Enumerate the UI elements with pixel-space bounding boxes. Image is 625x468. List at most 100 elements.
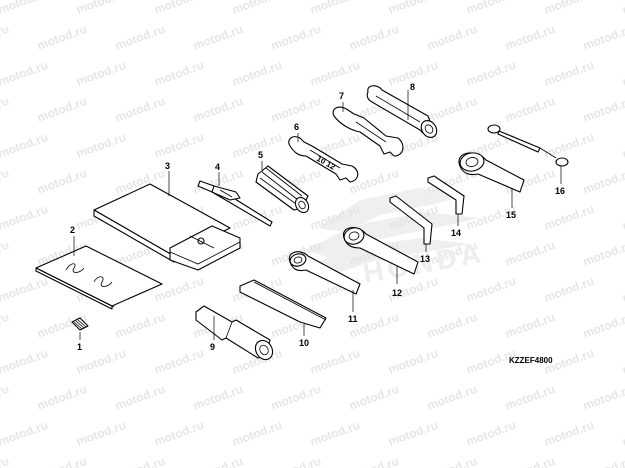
watermark-text: motod.ru <box>464 274 518 305</box>
watermark-text: motod.ru <box>503 22 557 53</box>
watermark-text: motod.ru <box>581 382 625 413</box>
watermark-text: motod.ru <box>74 58 128 89</box>
watermark-text: motod.ru <box>0 238 11 269</box>
part-7-open-end-wrench <box>332 106 404 157</box>
watermark-text: motod.ru <box>347 454 401 468</box>
watermark-text: motod.ru <box>308 418 362 449</box>
watermark-text: motod.ru <box>581 94 625 125</box>
watermark-text: motod.ru <box>542 202 596 233</box>
watermark-text: motod.ru <box>542 274 596 305</box>
part-11-ring-spanner <box>288 251 361 295</box>
watermark-text: motod.ru <box>308 0 362 17</box>
watermark-text: motod.ru <box>581 166 625 197</box>
watermark-text: motod.ru <box>620 130 625 161</box>
watermark-text: motod.ru <box>191 382 245 413</box>
watermark-text: motod.ru <box>308 346 362 377</box>
watermark-text: motod.ru <box>152 130 206 161</box>
watermark-text: motod.ru <box>0 382 11 413</box>
watermark-text: motod.ru <box>74 0 128 17</box>
watermark-text: motod.ru <box>425 94 479 125</box>
watermark-text: motod.ru <box>230 0 284 17</box>
watermark-text: motod.ru <box>191 94 245 125</box>
watermark-text: motod.ru <box>581 238 625 269</box>
part-15-ring-spanner <box>458 152 525 193</box>
watermark-text: motod.ru <box>269 382 323 413</box>
watermark-text: motod.ru <box>113 454 167 468</box>
watermark-text: motod.ru <box>425 382 479 413</box>
watermark-text: motod.ru <box>620 274 625 305</box>
watermark-text: motod.ru <box>503 454 557 468</box>
callout-14: 14 <box>451 228 461 238</box>
part-9-socket-wrench <box>195 305 274 361</box>
watermark-text: motod.ru <box>0 202 50 233</box>
part-5-screwdriver-handle <box>255 165 310 214</box>
callout-3: 3 <box>165 161 170 171</box>
watermark-text: motod.ru <box>74 130 128 161</box>
watermark-text: motod.ru <box>620 58 625 89</box>
watermark-text: motod.ru <box>35 166 89 197</box>
callouts-layer: 1 2 3 4 5 6 7 8 9 10 11 12 13 14 15 16 <box>70 82 565 352</box>
watermark-text: motod.ru <box>35 454 89 468</box>
watermark-text: motod.ru <box>152 58 206 89</box>
watermark-text: motod.ru <box>152 418 206 449</box>
watermark-text: motod.ru <box>620 346 625 377</box>
callout-4: 4 <box>215 162 220 172</box>
watermark-text: motod.ru <box>0 346 50 377</box>
watermark-text: motod.ru <box>269 94 323 125</box>
watermark-text: motod.ru <box>74 418 128 449</box>
watermark-text: motod.ru <box>152 274 206 305</box>
watermark-text: motod.ru <box>0 454 11 468</box>
watermark-text: motod.ru <box>0 310 11 341</box>
watermark-text: motod.ru <box>269 22 323 53</box>
watermark-text: motod.ru <box>542 58 596 89</box>
callout-5: 5 <box>258 150 263 160</box>
callout-11: 11 <box>348 314 358 324</box>
watermark-text: motod.ru <box>425 22 479 53</box>
watermark-text: motod.ru <box>0 0 50 17</box>
callout-15: 15 <box>506 210 516 220</box>
watermark-text: motod.ru <box>425 454 479 468</box>
watermark-text: motod.ru <box>191 454 245 468</box>
watermark-text: motod.ru <box>0 94 11 125</box>
callout-9: 9 <box>210 342 215 352</box>
watermark-text: motod.ru <box>425 310 479 341</box>
part-16-strap-pin <box>487 124 569 167</box>
watermark-text: motod.ru <box>113 382 167 413</box>
watermark-text: motod.ru <box>542 0 596 17</box>
watermark-text: motod.ru <box>464 0 518 17</box>
watermark-text: motod.ru <box>0 22 11 53</box>
callout-8: 8 <box>410 82 415 92</box>
callout-10: 10 <box>299 338 309 348</box>
watermark-text: motod.ru <box>152 0 206 17</box>
callout-12: 12 <box>392 288 402 298</box>
callout-1: 1 <box>77 342 82 352</box>
part-1-tool-rubber <box>71 317 89 331</box>
watermark-text: motod.ru <box>503 238 557 269</box>
watermark-text: motod.ru <box>581 454 625 468</box>
watermark-text: motod.ru <box>0 274 50 305</box>
watermark-text: motod.ru <box>503 310 557 341</box>
callout-6: 6 <box>294 122 299 132</box>
watermark-text: motod.ru <box>113 94 167 125</box>
watermark-text: motod.ru <box>0 166 11 197</box>
watermark-text: motod.ru <box>542 130 596 161</box>
part-10-flat-bar <box>239 279 327 329</box>
callout-16: 16 <box>555 186 565 196</box>
watermark-text: motod.ru <box>464 58 518 89</box>
part-2-manual <box>35 245 163 310</box>
watermark-text: motod.ru <box>542 418 596 449</box>
callout-2: 2 <box>70 225 75 235</box>
part-12-ring-spanner <box>342 227 419 275</box>
watermark-text: motod.ru <box>347 382 401 413</box>
watermark-text: motod.ru <box>620 418 625 449</box>
watermark-text: motod.ru <box>386 0 440 17</box>
part-13-hex-key <box>389 195 433 245</box>
watermark-text: motod.ru <box>230 58 284 89</box>
watermark-text: motod.ru <box>230 418 284 449</box>
watermark-text: motod.ru <box>386 418 440 449</box>
watermark-text: motod.ru <box>35 22 89 53</box>
watermark-text: motod.ru <box>620 202 625 233</box>
watermark-text: motod.ru <box>386 346 440 377</box>
